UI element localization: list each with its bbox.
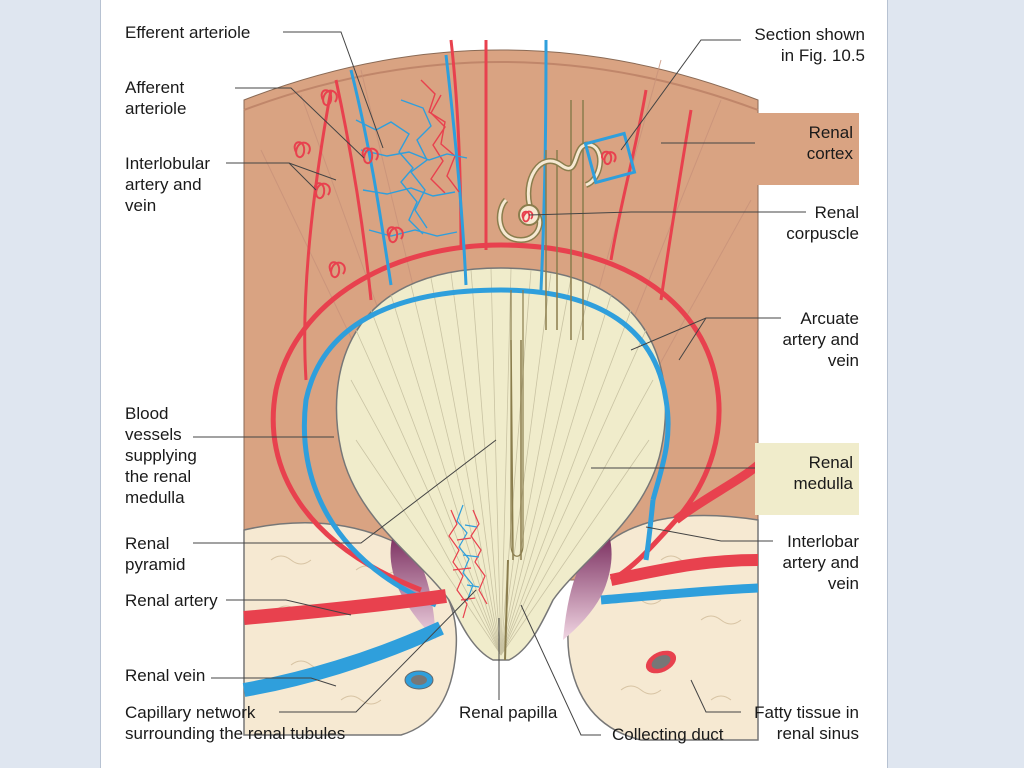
label-renal-corpuscle: Renal corpuscle: [786, 203, 859, 243]
interlobular-arteries: [303, 39, 693, 381]
label-fatty-tissue: Fatty tissue in renal sinus: [754, 703, 859, 743]
label-capillary-network: Capillary network surrounding the renal …: [125, 703, 346, 743]
arcuate-artery: [270, 242, 722, 593]
label-blood-vessels: Blood vessels supplying the renal medull…: [125, 404, 197, 507]
label-interlobar: Interlobar artery and vein: [782, 532, 859, 593]
label-renal-papilla: Renal papilla: [459, 703, 558, 722]
renal-vein-vessel: [242, 621, 444, 697]
label-interlobular: Interlobular artery and vein: [125, 154, 211, 215]
label-arcuate: Arcuate artery and vein: [782, 309, 859, 370]
interlobar-artery-right: [609, 554, 759, 586]
cortex-capillary-net: [355, 79, 468, 237]
label-renal-vein: Renal vein: [125, 666, 206, 685]
interlobar-artery-branch: [673, 461, 761, 524]
renal-artery-vessel: [243, 589, 447, 625]
medulla-capillary-network: [448, 504, 488, 619]
label-afferent-arteriole: Afferent arteriole: [125, 78, 187, 118]
sinus-shadow-right: [563, 535, 612, 640]
arcuate-vein: [301, 287, 671, 608]
label-efferent-arteriole: Efferent arteriole: [125, 23, 251, 42]
label-renal-pyramid: Renal pyramid: [125, 534, 186, 574]
pointer-lines: [193, 31, 806, 736]
interlobar-vein-branch: [643, 499, 656, 561]
pyramid-striations: [350, 268, 654, 656]
label-renal-artery: Renal artery: [125, 591, 218, 610]
legend-renal-cortex: Renal cortex: [755, 113, 859, 185]
capsule-line: [243, 61, 759, 111]
section-box-coil: [601, 150, 617, 166]
kidney-figure: Efferent arteriole Afferent arteriole In…: [100, 0, 888, 768]
label-collecting-duct: Collecting duct: [612, 725, 724, 744]
kidney-diagram: [193, 31, 806, 741]
legend-renal-medulla: Renal medulla: [755, 443, 859, 515]
label-section-shown: Section shown in Fig. 10.5: [754, 25, 865, 65]
corpuscle-coil: [521, 210, 534, 223]
fat-vessel-right-inner: [651, 655, 671, 669]
interlobar-vein-right: [600, 583, 759, 605]
glomeruli-left: [293, 89, 404, 279]
section-box: [583, 131, 637, 185]
fat-vessel-left-inner: [411, 675, 427, 685]
